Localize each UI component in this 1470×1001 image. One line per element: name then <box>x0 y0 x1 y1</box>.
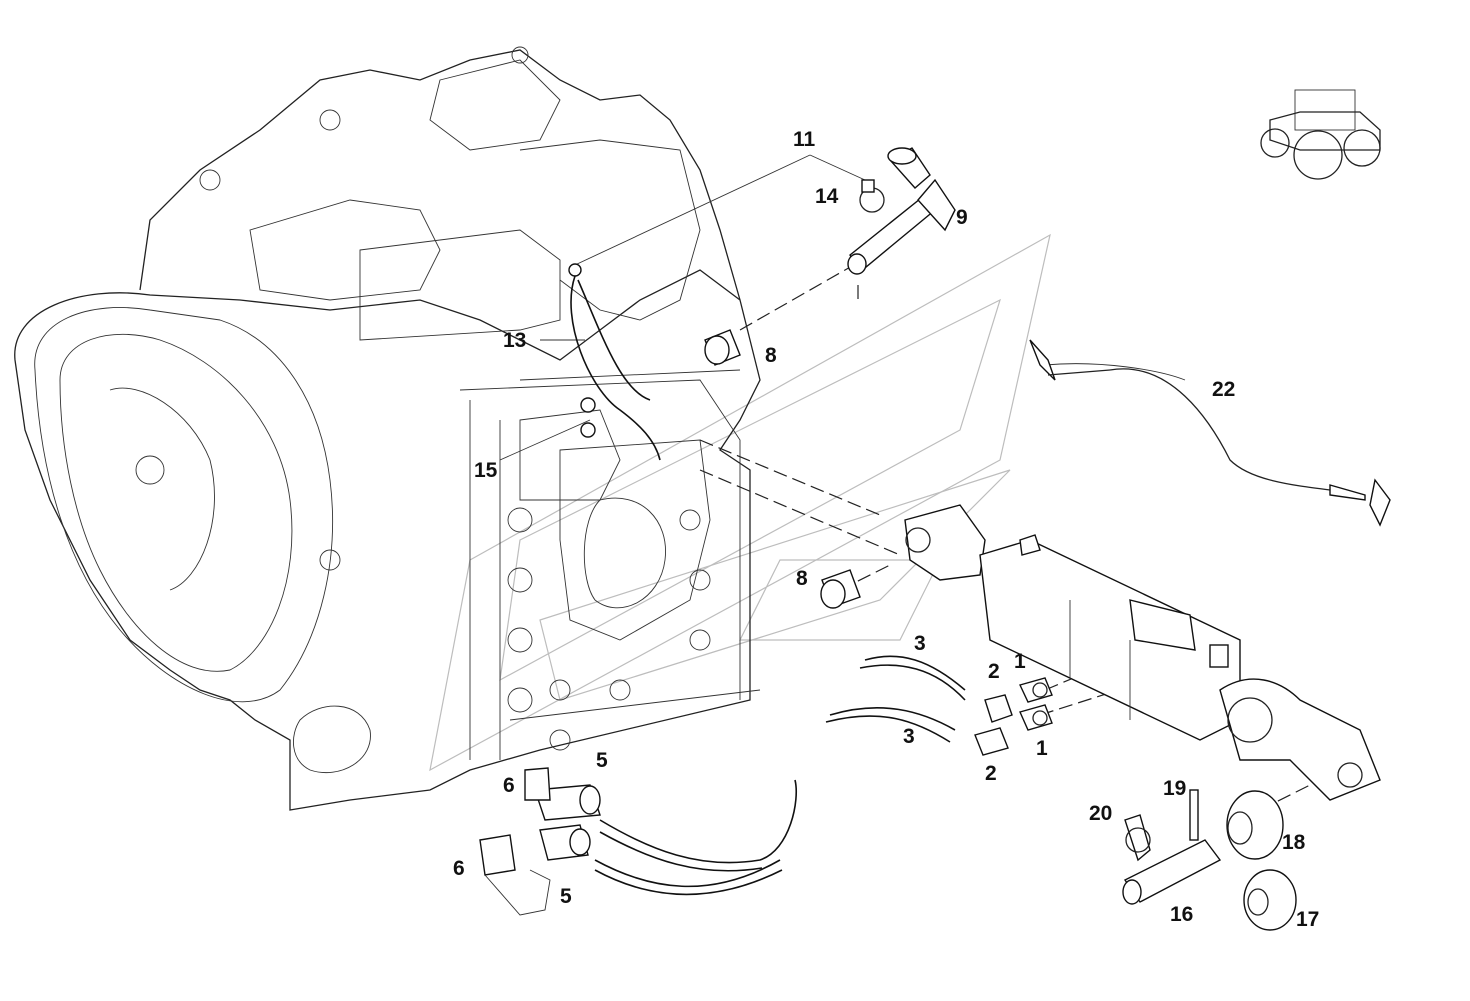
callout-1: 1 <box>1036 737 1048 760</box>
callout-18: 18 <box>1282 831 1306 854</box>
callout-5: 5 <box>596 749 608 772</box>
callout-13: 13 <box>503 329 526 352</box>
callout-16: 16 <box>1170 903 1193 926</box>
callout-2: 2 <box>988 660 1000 683</box>
transmission-housing <box>14 46 761 811</box>
ball-18 <box>1226 790 1284 860</box>
dust-caps-6 <box>479 767 551 916</box>
ball-17 <box>1243 869 1297 931</box>
callout-3: 3 <box>914 632 926 655</box>
bushing-8-lower <box>820 569 861 609</box>
callout-labels: 11 14 9 13 8 22 15 8 3 2 1 3 1 2 5 6 19 … <box>453 128 1319 931</box>
callout-20: 20 <box>1089 802 1112 825</box>
callout-19: 19 <box>1163 777 1186 800</box>
fittings-1-2 <box>974 677 1053 756</box>
callout-9: 9 <box>956 206 968 229</box>
leader-lines <box>499 154 1186 461</box>
callout-6: 6 <box>503 774 515 797</box>
chain-22 <box>1029 339 1391 527</box>
pin-16 <box>1122 789 1222 905</box>
callout-8: 8 <box>765 344 777 367</box>
callout-6: 6 <box>453 857 465 880</box>
callout-15: 15 <box>474 459 498 482</box>
callout-8: 8 <box>796 567 808 590</box>
hoses-3 <box>825 655 966 743</box>
pin-9 <box>847 147 956 275</box>
bushing-8-upper <box>704 329 741 366</box>
callout-2: 2 <box>985 762 997 785</box>
callout-22: 22 <box>1212 378 1235 401</box>
lift-cylinder <box>904 504 1381 801</box>
watermark-logo <box>429 233 1051 772</box>
callout-3: 3 <box>903 725 915 748</box>
callout-14: 14 <box>815 185 839 208</box>
cable-13 <box>568 263 661 461</box>
tractor-icon <box>1260 89 1381 180</box>
callout-1: 1 <box>1014 650 1026 673</box>
quick-couplers-5 <box>534 779 798 896</box>
callout-5: 5 <box>560 885 572 908</box>
lynch-clip-14 <box>859 179 885 213</box>
callout-11: 11 <box>793 128 816 151</box>
callout-17: 17 <box>1296 908 1319 931</box>
